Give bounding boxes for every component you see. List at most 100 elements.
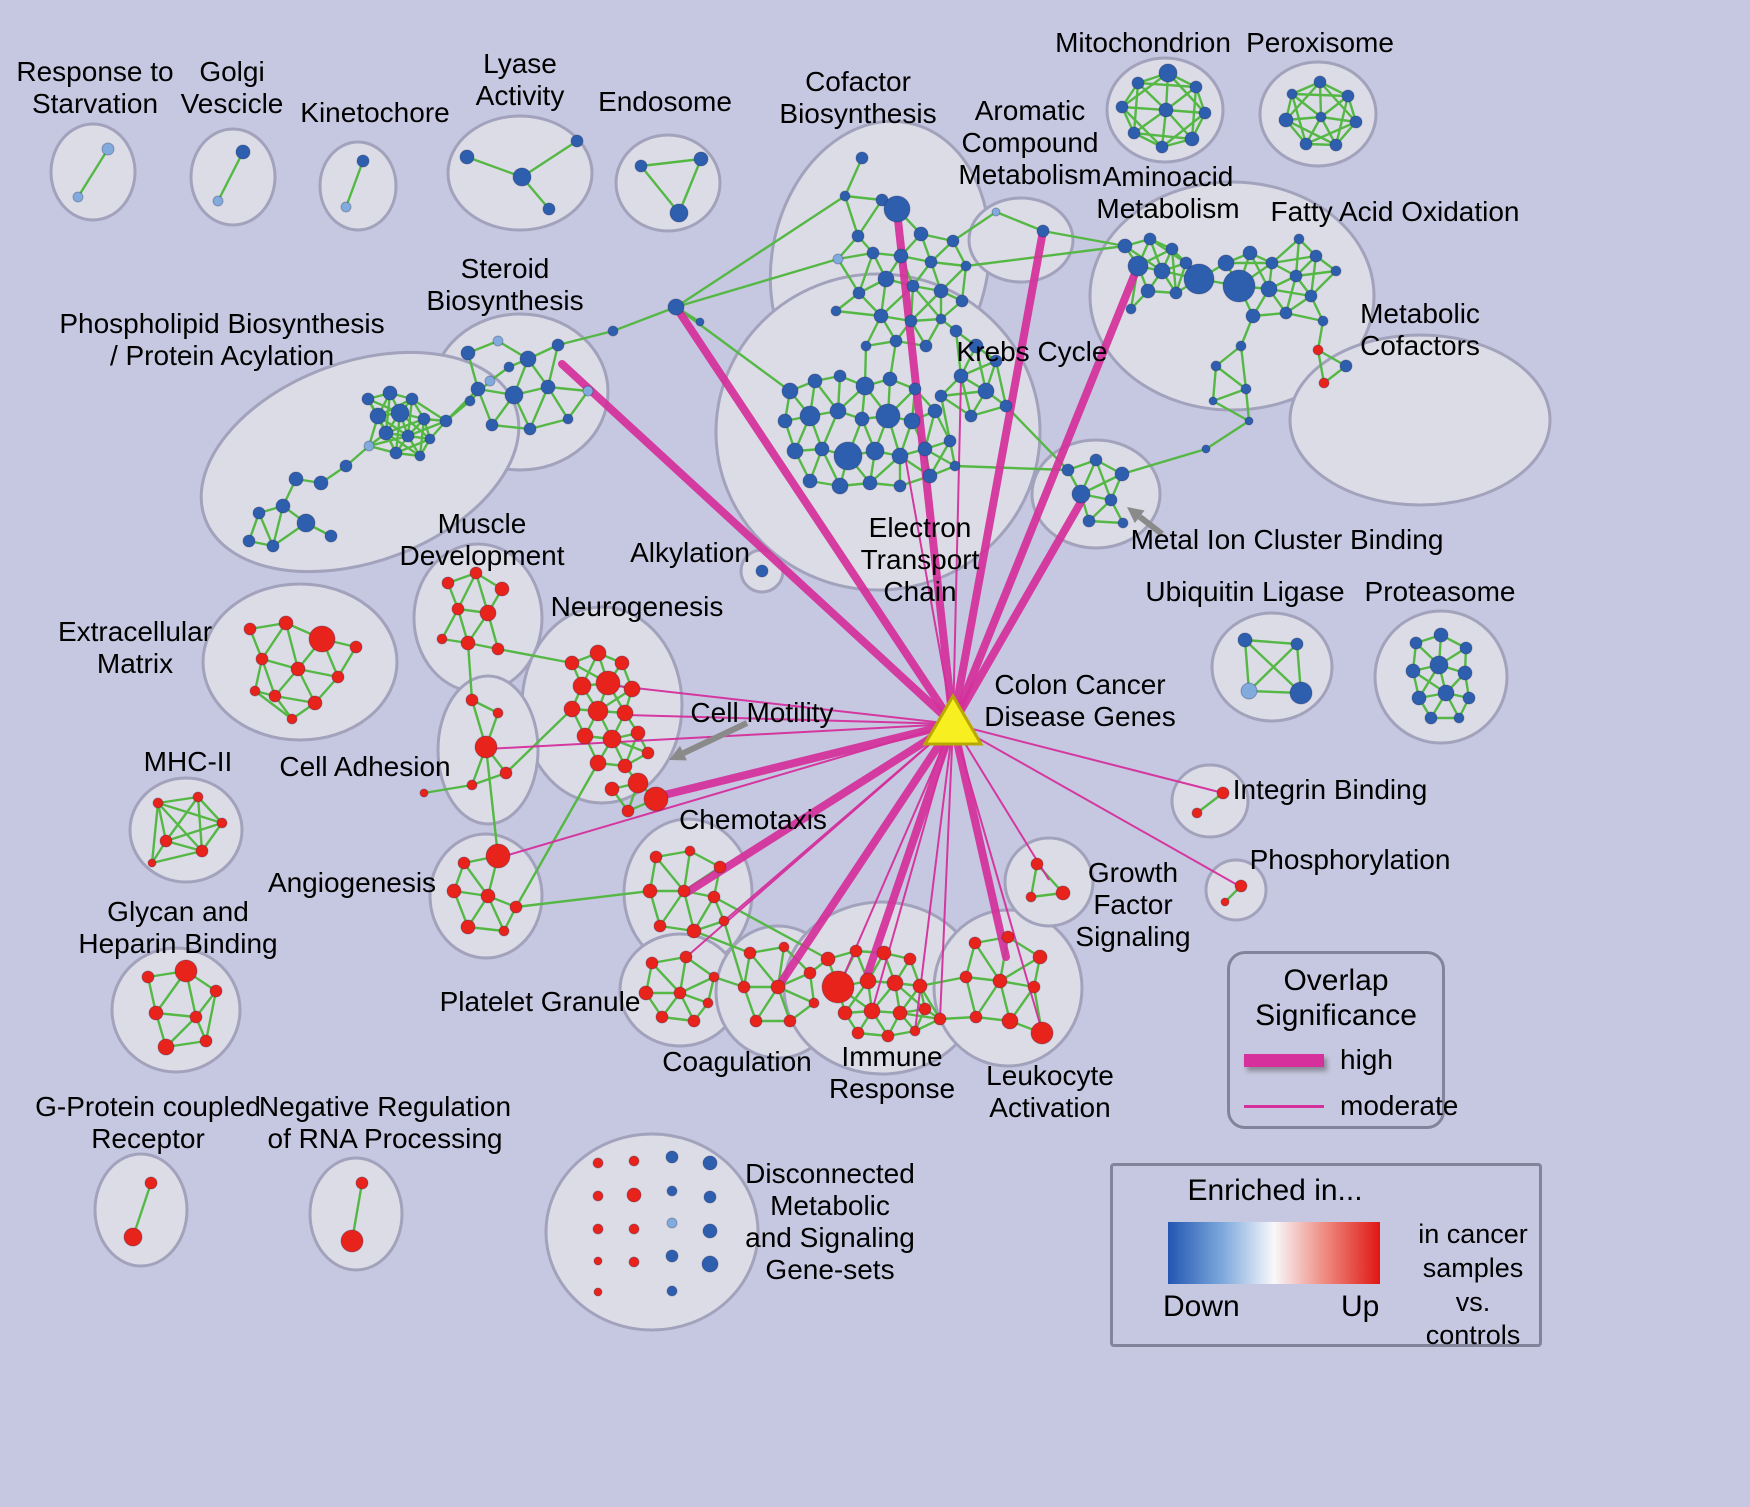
gene-set-node <box>469 566 483 580</box>
gene-set-node <box>1032 949 1048 965</box>
gene-set-node <box>1030 1021 1054 1045</box>
gene-set-node <box>666 1285 678 1297</box>
gene-set-node <box>212 195 224 207</box>
gene-set-node <box>1117 517 1129 529</box>
high-significance-edge <box>774 720 957 991</box>
green-edge <box>1211 365 1218 402</box>
gene-set-node <box>512 167 532 187</box>
gene-set-node <box>1289 269 1303 283</box>
gene-set-node <box>949 324 963 338</box>
green-edge <box>197 796 223 824</box>
gene-set-node <box>504 385 524 405</box>
cluster-ellipse-mhc-ii <box>128 776 244 884</box>
gene-set-node <box>667 298 685 316</box>
gene-set-node <box>865 441 885 461</box>
green-edge <box>368 434 409 448</box>
green-bridge-edge <box>466 642 474 701</box>
gene-set-node <box>781 382 799 400</box>
gene-set-node <box>1158 102 1174 118</box>
gene-set-node <box>1179 256 1193 270</box>
gene-set-node <box>695 317 705 327</box>
gene-set-node <box>1278 112 1294 128</box>
gene-set-node <box>623 680 641 698</box>
gene-set-node <box>684 845 696 857</box>
gene-set-node <box>382 385 398 401</box>
gene-set-node <box>563 700 581 718</box>
green-edge <box>1094 459 1113 501</box>
green-edge <box>1215 345 1242 367</box>
gene-set-node <box>999 399 1013 413</box>
gene-set-node <box>1437 684 1455 702</box>
gene-set-node <box>786 442 804 460</box>
green-edge <box>843 195 860 237</box>
gene-set-node <box>1304 289 1318 303</box>
gene-set-node <box>820 951 836 967</box>
gene-set-node <box>909 1025 921 1037</box>
gene-set-node <box>831 477 849 495</box>
gene-set-node <box>802 473 818 489</box>
gene-set-node <box>460 919 476 935</box>
green-bridge-edge <box>675 257 839 309</box>
gene-set-node <box>617 758 633 774</box>
moderate-significance-edge <box>952 377 962 725</box>
gene-set-node <box>882 371 898 387</box>
gene-set-node <box>587 700 609 722</box>
cluster-ellipse-integrin-binding <box>1170 763 1250 839</box>
gene-set-node <box>886 974 904 992</box>
high-label: high <box>1340 1044 1393 1075</box>
gene-set-node <box>446 883 462 899</box>
metal-ion-cluster-binding-arrow <box>1137 514 1164 537</box>
gene-set-node <box>1260 280 1278 298</box>
gene-set-node <box>959 970 973 984</box>
gene-set-node <box>679 950 693 964</box>
gene-set-node <box>645 956 659 970</box>
gene-set-node <box>783 1014 797 1028</box>
moderate-significance-edge <box>904 455 954 725</box>
gene-set-node <box>1025 891 1037 903</box>
enrichment-gradient-bar <box>1168 1222 1380 1284</box>
gene-set-node <box>1289 681 1313 705</box>
green-edge <box>836 258 861 294</box>
gene-set-node <box>1405 663 1421 679</box>
gene-set-node <box>807 373 823 389</box>
gene-set-node <box>414 450 426 462</box>
gene-set-node <box>1312 344 1324 356</box>
gene-set-node <box>833 441 863 471</box>
green-bridge-edge <box>514 762 600 908</box>
gene-set-node <box>308 625 336 653</box>
gene-set-node <box>1222 269 1256 303</box>
gene-set-node <box>503 361 515 373</box>
gene-set-node <box>808 997 820 1009</box>
green-bridge-edge <box>1121 447 1207 476</box>
green-edge <box>165 796 199 842</box>
green-edge <box>655 856 685 892</box>
gene-set-node <box>607 325 619 337</box>
moderate-significance-edge <box>871 723 954 1012</box>
cluster-ellipse-growth-factor-signaling <box>1003 836 1095 928</box>
gene-set-node <box>1433 627 1449 643</box>
gene-set-node <box>863 1002 881 1020</box>
gene-set-node <box>296 513 316 533</box>
gene-set-node <box>485 418 499 432</box>
gene-set-node <box>439 414 453 428</box>
gene-set-node <box>313 475 329 491</box>
green-edge <box>857 252 875 294</box>
cluster-ellipse-golgi-vescicle <box>189 127 277 227</box>
gene-set-node <box>1293 233 1305 245</box>
green-edge <box>76 148 110 198</box>
gene-set-node <box>859 972 877 990</box>
green-edge <box>1305 120 1357 146</box>
gene-set-node <box>465 693 479 707</box>
gene-set-node <box>592 1190 604 1202</box>
gene-set-node <box>960 260 972 272</box>
gene-set-node <box>621 804 635 818</box>
gene-set-node <box>1309 249 1323 263</box>
enrichment-note: in cancer samples vs. controls <box>1418 1219 1528 1351</box>
gene-set-node <box>436 633 448 645</box>
gene-set-node <box>451 602 465 616</box>
gene-set-node <box>242 534 256 548</box>
gene-set-node <box>968 338 984 354</box>
gene-set-node <box>1169 286 1183 300</box>
green-bridge-edge <box>954 464 1069 472</box>
gene-set-node <box>628 1256 640 1268</box>
